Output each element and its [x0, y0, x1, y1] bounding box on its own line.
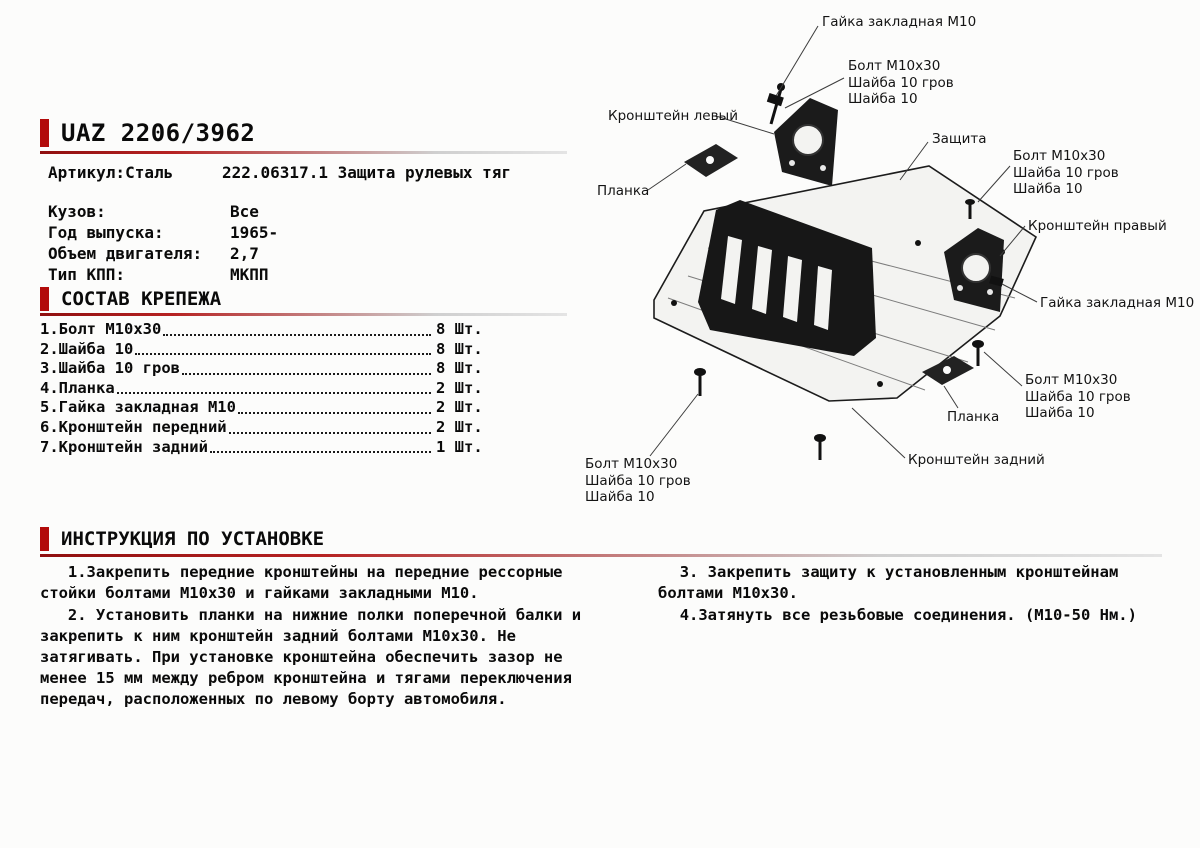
diagram-label-nut-right: Гайка закладная М10 [1040, 295, 1195, 311]
bracket-small-hole [987, 289, 993, 295]
bracket-small-hole [957, 285, 963, 291]
hardware-item-qty: 2 Шт. [436, 417, 483, 436]
instructions-divider [40, 554, 1162, 557]
diagram-label-bracket-rear: Кронштейн задний [908, 452, 1045, 468]
dot-leader [237, 411, 431, 414]
hardware-divider [40, 313, 567, 316]
bracket-small-hole [789, 160, 795, 166]
model-title-block: UAZ 2206/3962 [40, 119, 570, 147]
diagram-label-planka-left: Планка [597, 183, 650, 199]
hardware-item-name: 2.Шайба 10 [40, 339, 134, 358]
hardware-item-name: 4.Планка [40, 378, 115, 397]
hardware-item: 3.Шайба 10 гров 8 Шт. [40, 359, 500, 379]
diagram-label-bolt-bottom-left: Болт М10х30 Шайба 10 гров Шайба 10 [585, 456, 691, 505]
instructions-left-column: 1.Закрепить передние кронштейны на перед… [40, 562, 618, 711]
hardware-list: 1.Болт М10х30 8 Шт. 2.Шайба 10 8 Шт. 3.Ш… [40, 320, 500, 457]
hardware-item-name: 7.Кронштейн задний [40, 437, 208, 456]
article-row: Артикул:Сталь 222.06317.1 Защита рулевых… [40, 162, 570, 184]
dot-leader [181, 372, 431, 375]
hardware-item-name: 5.Гайка закладная М10 [40, 398, 236, 417]
assembly-diagram: Гайка закладная М10 Болт М10х30 Шайба 10… [570, 0, 1200, 530]
rear-bracket-slots [721, 236, 832, 330]
hardware-item: 4.Планка 2 Шт. [40, 379, 500, 399]
instruction-step-2: 2. Установить планки на нижние полки поп… [40, 606, 582, 708]
diagram-label-bracket-left: Кронштейн левый [608, 108, 738, 124]
hardware-item-qty: 8 Шт. [436, 339, 483, 358]
dot-leader [228, 431, 431, 434]
spec-value: 1965- [230, 223, 279, 242]
hardware-item-qty: 2 Шт. [436, 378, 483, 397]
instruction-step-1: 1.Закрепить передние кронштейны на перед… [40, 563, 563, 602]
red-accent-bar [40, 119, 49, 147]
instructions-columns: 1.Закрепить передние кронштейны на перед… [40, 562, 1170, 711]
article-label: Артикул:Сталь [48, 163, 174, 182]
red-accent-bar [40, 287, 49, 311]
planka-hole [706, 156, 714, 164]
instruction-step-3: 3. Закрепить защиту к установленным крон… [658, 563, 1119, 602]
hardware-item-name: 6.Кронштейн передний [40, 417, 227, 436]
diagram-label-bolt-top-left: Болт М10х30 Шайба 10 гров Шайба 10 [848, 58, 954, 107]
instructions-section-header: ИНСТРУКЦИЯ ПО УСТАНОВКЕ [40, 527, 1162, 551]
spec-row-engine: Объем двигателя: 2,7 [40, 243, 570, 264]
spec-row-gearbox: Тип КПП: МКПП [40, 264, 570, 285]
hardware-item-name: 3.Шайба 10 гров [40, 359, 180, 378]
title-divider [40, 151, 567, 154]
hardware-title: СОСТАВ КРЕПЕЖА [61, 288, 222, 310]
hardware-item-qty: 1 Шт. [436, 437, 483, 456]
vehicle-specs: Кузов: Все Год выпуска: 1965- Объем двиг… [40, 201, 570, 285]
hardware-item-qty: 2 Шт. [436, 398, 483, 417]
dot-leader [116, 391, 431, 395]
diagram-label-bracket-right: Кронштейн правый [1028, 218, 1167, 234]
bracket-small-hole [820, 165, 826, 171]
dot-leader [209, 450, 431, 454]
spec-label: Объем двигателя: [48, 244, 203, 263]
front-right-bracket-hole [961, 253, 991, 283]
spec-label: Тип КПП: [48, 265, 126, 284]
front-left-bracket-hole [792, 124, 824, 156]
hardware-item-name: 1.Болт М10х30 [40, 320, 162, 338]
hardware-item-qty: 8 Шт. [436, 320, 483, 338]
spec-value: МКПП [230, 265, 269, 284]
instructions-right-column: 3. Закрепить защиту к установленным крон… [658, 562, 1163, 711]
diagram-label-shield: Защита [932, 131, 987, 147]
hardware-item: 5.Гайка закладная М10 2 Шт. [40, 398, 500, 418]
spec-row-year: Год выпуска: 1965- [40, 222, 570, 243]
spec-value: Все [230, 202, 259, 221]
instruction-step-4: 4.Затянуть все резьбовые соединения. (М1… [679, 606, 1137, 624]
red-accent-bar [40, 527, 49, 551]
hardware-item: 1.Болт М10х30 8 Шт. [40, 320, 500, 340]
page-title: UAZ 2206/3962 [61, 119, 256, 147]
instructions-title: ИНСТРУКЦИЯ ПО УСТАНОВКЕ [61, 528, 325, 550]
hardware-item: 2.Шайба 10 8 Шт. [40, 340, 500, 360]
spec-label: Год выпуска: [48, 223, 164, 242]
hardware-section-header: СОСТАВ КРЕПЕЖА [40, 287, 570, 311]
article-value: 222.06317.1 Защита рулевых тяг [222, 163, 511, 182]
diagram-label-planka-bottom: Планка [947, 409, 1000, 425]
diagram-label-nut-top: Гайка закладная М10 [822, 14, 977, 30]
diagram-label-bolt-bottom-right: Болт М10х30 Шайба 10 гров Шайба 10 [1025, 372, 1131, 421]
bolt-icons [694, 83, 1004, 460]
hardware-item: 6.Кронштейн передний 2 Шт. [40, 418, 500, 438]
spec-row-body: Кузов: Все [40, 201, 570, 222]
dot-leader [135, 352, 431, 356]
planka-hole [943, 366, 951, 374]
dot-leader [163, 333, 431, 336]
diagram-label-bolt-right: Болт М10х30 Шайба 10 гров Шайба 10 [1013, 148, 1119, 197]
spec-value: 2,7 [230, 244, 259, 263]
spec-label: Кузов: [48, 202, 106, 221]
hardware-item-qty: 8 Шт. [436, 359, 483, 378]
leader-lines [647, 25, 1038, 459]
assembly-diagram-drawing [647, 25, 1038, 460]
hardware-item: 7.Кронштейн задний 1 Шт. [40, 438, 500, 458]
